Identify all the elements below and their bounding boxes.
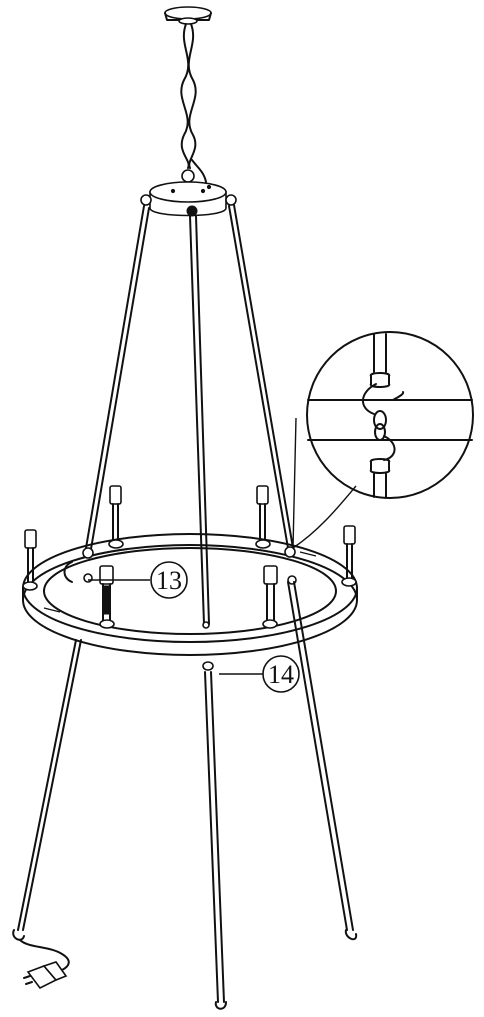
- candle-socket-back-left: [108, 485, 124, 549]
- ceiling-canopy: [164, 6, 212, 25]
- candle-socket-right: [341, 525, 357, 587]
- hook-detail-magnifier: [306, 331, 474, 499]
- callout-13-circle: [150, 561, 188, 599]
- callout-13-label: 13: [156, 566, 182, 595]
- candle-socket-front-left: [99, 565, 115, 629]
- callout-14-circle: [262, 655, 300, 693]
- candle-socket-front-right: [262, 565, 278, 629]
- callout-13: 13: [88, 561, 188, 599]
- callout-14-label: 14: [268, 660, 294, 689]
- lower-rods: [12, 581, 358, 1010]
- magnifier-leader-line: [292, 417, 357, 549]
- top-hub: [140, 181, 237, 217]
- main-ring: [22, 533, 358, 656]
- candle-socket-back-right: [255, 485, 271, 549]
- callout-14: 14: [219, 655, 300, 693]
- candle-socket-left: [22, 529, 38, 591]
- upper-rods: [85, 204, 294, 625]
- hanging-chain: [180, 23, 207, 183]
- power-cord-plug: [19, 939, 70, 990]
